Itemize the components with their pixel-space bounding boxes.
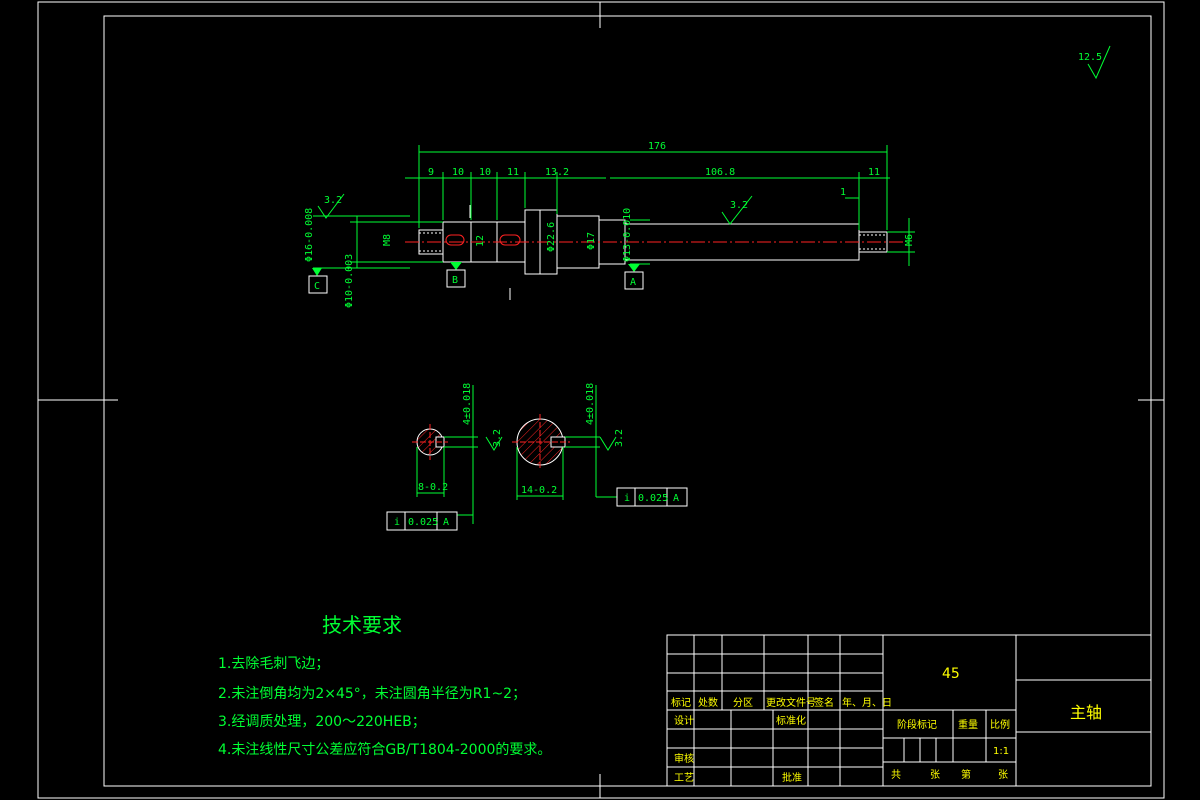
centering-marks	[38, 2, 1164, 798]
section-view-left: 4±0.018 3.2 8-0.2 i 0.025 A	[386, 383, 503, 531]
right-key-width: 4±0.018	[585, 383, 596, 425]
left-roughness: 3.2	[492, 429, 503, 447]
label-design: 设计	[674, 714, 694, 727]
material-value: 45	[942, 666, 960, 682]
dim-overall: 176	[648, 141, 666, 152]
roughness-symbol-left: 3.2	[317, 193, 345, 219]
inner-frame	[103, 15, 1152, 787]
datum-label-c: C	[314, 281, 320, 292]
requirement-item-1: 1.去除毛刺飞边；	[218, 656, 329, 672]
label-review: 审核	[674, 752, 694, 765]
roughness-value-left: 3.2	[324, 195, 342, 206]
datum-c: C	[308, 268, 328, 294]
requirement-item-2: 2.未注倒角均为2×45°，未注圆角半径为R1~2；	[218, 686, 526, 702]
left-tol-symbol: i	[394, 517, 400, 528]
keyway-left	[445, 234, 465, 246]
roughness-value-mid: 3.2	[730, 200, 748, 211]
datum-label-b: B	[452, 275, 458, 286]
roughness-symbol-corner: 12.5	[1078, 45, 1111, 80]
header-mark: 标记	[671, 697, 691, 709]
datum-label-a: A	[630, 277, 636, 288]
dim-d16: Φ16-0.008	[304, 208, 315, 262]
sheet-total: 共	[891, 769, 901, 781]
dim-seg6: 106.8	[705, 167, 735, 178]
right-roughness: 3.2	[614, 429, 625, 447]
title-block: 45 主轴 标记 处数 分区 更改文件号 签名 年、月、日 设计 标准化 审核 …	[666, 634, 1152, 787]
datum-b: B	[446, 262, 466, 288]
label-scale: 比例	[990, 718, 1010, 731]
left-tol-value: 0.025	[408, 517, 438, 528]
requirement-item-3: 3.经调质处理，200～220HEB；	[218, 714, 426, 730]
dim-seg4: 11	[507, 167, 519, 178]
scale-value: 1:1	[993, 746, 1009, 757]
right-tolerance-frame: i 0.025 A	[616, 487, 688, 507]
sheet-unit: 张	[930, 769, 940, 781]
roughness-symbol-mid: 3.2	[721, 195, 753, 225]
outer-frame	[37, 1, 1165, 799]
section-view-right: 4±0.018 3.2 14-0.2 i 0.025 A	[512, 383, 688, 507]
dim-seg5: 13.2	[545, 167, 569, 178]
label-weight: 重量	[958, 718, 978, 731]
header-count: 处数	[698, 696, 718, 709]
datum-a: A	[624, 264, 644, 290]
right-tol-symbol: i	[624, 493, 630, 504]
dim-seg3: 10	[479, 167, 491, 178]
dimension-lines	[313, 145, 915, 269]
label-standard: 标准化	[776, 714, 806, 727]
shaft-main-view: 176 9 10 10 11 13.2 106.8 11 1 M8 12 Φ22…	[304, 141, 915, 308]
dim-d17: Φ17	[586, 232, 597, 250]
part-name: 主轴	[1070, 703, 1102, 722]
right-tol-value: 0.025	[638, 493, 668, 504]
dim-seg1: 9	[428, 167, 434, 178]
header-sign: 签名	[814, 696, 834, 709]
left-key-depth: 8-0.2	[418, 482, 448, 493]
dim-d12: 12	[475, 235, 486, 247]
sheet-unit2: 张	[998, 769, 1008, 781]
left-tolerance-frame: i 0.025 A	[386, 511, 458, 531]
left-key-width: 4±0.018	[462, 383, 473, 425]
right-key-depth: 14-0.2	[521, 485, 557, 496]
header-doc: 更改文件号	[766, 696, 816, 709]
dim-seg7: 11	[868, 167, 880, 178]
keyway-right	[499, 234, 521, 246]
left-tol-ref: A	[443, 517, 449, 528]
dim-d10: Φ10-0.003	[344, 254, 355, 308]
dim-m8: M8	[382, 234, 393, 246]
right-tol-ref: A	[673, 493, 679, 504]
technical-requirements: 技术要求 1.去除毛刺飞边； 2.未注倒角均为2×45°，未注圆角半径为R1~2…	[218, 613, 551, 758]
dim-seg2: 10	[452, 167, 464, 178]
dim-d22: Φ22.6	[546, 222, 557, 252]
requirements-title: 技术要求	[322, 613, 402, 637]
dim-step: 1	[840, 187, 846, 198]
header-date: 年、月、日	[842, 696, 892, 709]
label-approve: 批准	[782, 771, 802, 784]
dim-d13: Φ13-0.010	[622, 208, 633, 262]
roughness-value-corner: 12.5	[1078, 52, 1102, 63]
header-zone: 分区	[733, 697, 753, 709]
label-stage: 阶段标记	[897, 718, 937, 731]
dim-m6: M6	[904, 234, 915, 246]
requirement-item-4: 4.未注线性尺寸公差应符合GB/T1804-2000的要求。	[218, 741, 551, 758]
label-process: 工艺	[674, 772, 694, 784]
sheet-no: 第	[961, 768, 971, 781]
